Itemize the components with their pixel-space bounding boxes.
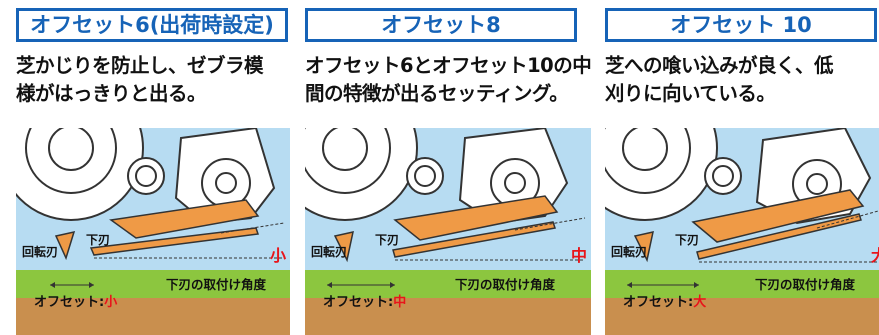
mower-illustration: 回転刃 下刃 大 下刃の取付け角度 オフセット:大: [605, 128, 879, 335]
rotating-blade-label: 回転刃: [311, 245, 348, 259]
panel-title: オフセット 10: [605, 8, 877, 42]
offset-value: 大: [693, 295, 707, 310]
panel-description: オフセット6とオフセット10の中 間の特徴が出るセッティング。: [305, 52, 591, 108]
angle-size-indicator: 大: [870, 246, 879, 265]
description-line-2: 間の特徴が出るセッティング。: [305, 82, 569, 105]
mower-illustration: 回転刃 下刃 小 下刃の取付け角度 オフセット:小: [16, 128, 290, 335]
lower-blade-label: 下刃: [375, 233, 400, 247]
rotating-blade-label: 回転刃: [611, 245, 648, 259]
offset-label-text: オフセット:: [323, 295, 394, 310]
offset-8-panel: オフセット8 オフセット6とオフセット10の中 間の特徴が出るセッティング。 回…: [301, 0, 591, 335]
lower-blade-label: 下刃: [675, 233, 700, 247]
offset-label: オフセット:大: [623, 291, 706, 310]
offset-value: 小: [104, 295, 118, 310]
offset-label: オフセット:中: [323, 291, 406, 310]
description-line-1: 芝かじりを防止し、ゼブラ模: [16, 54, 264, 77]
offset-value: 中: [393, 295, 407, 310]
description-line-1: 芝への喰い込みが良く、低: [605, 54, 834, 77]
offset-label-text: オフセット:: [34, 295, 105, 310]
description-line-1: オフセット6とオフセット10の中: [305, 54, 591, 77]
description-line-2: 様がはっきりと出る。: [16, 82, 207, 105]
lower-blade-angle-label: 下刃の取付け角度: [166, 277, 267, 292]
offset-6-panel: オフセット6(出荷時設定) 芝かじりを防止し、ゼブラ模 様がはっきりと出る。 回…: [0, 0, 290, 335]
rotating-blade-label: 回転刃: [22, 245, 59, 259]
panel-title: オフセット8: [305, 8, 577, 42]
panel-title: オフセット6(出荷時設定): [16, 8, 288, 42]
lower-blade-angle-label: 下刃の取付け角度: [755, 277, 856, 292]
panel-description: 芝かじりを防止し、ゼブラ模 様がはっきりと出る。: [16, 52, 290, 108]
angle-size-indicator: 小: [269, 246, 286, 265]
lower-blade-angle-label: 下刃の取付け角度: [455, 277, 556, 292]
mower-illustration: 回転刃 下刃 中 下刃の取付け角度 オフセット:中: [305, 128, 591, 335]
description-line-2: 刈りに向いている。: [605, 82, 776, 105]
panel-description: 芝への喰い込みが良く、低 刈りに向いている。: [605, 52, 879, 108]
offset-label-text: オフセット:: [623, 295, 694, 310]
offset-label: オフセット:小: [34, 291, 117, 310]
angle-size-indicator: 中: [570, 246, 587, 265]
offset-10-panel: オフセット 10 芝への喰い込みが良く、低 刈りに向いている。 回転刃 下刃: [601, 0, 879, 335]
lower-blade-label: 下刃: [86, 233, 111, 247]
